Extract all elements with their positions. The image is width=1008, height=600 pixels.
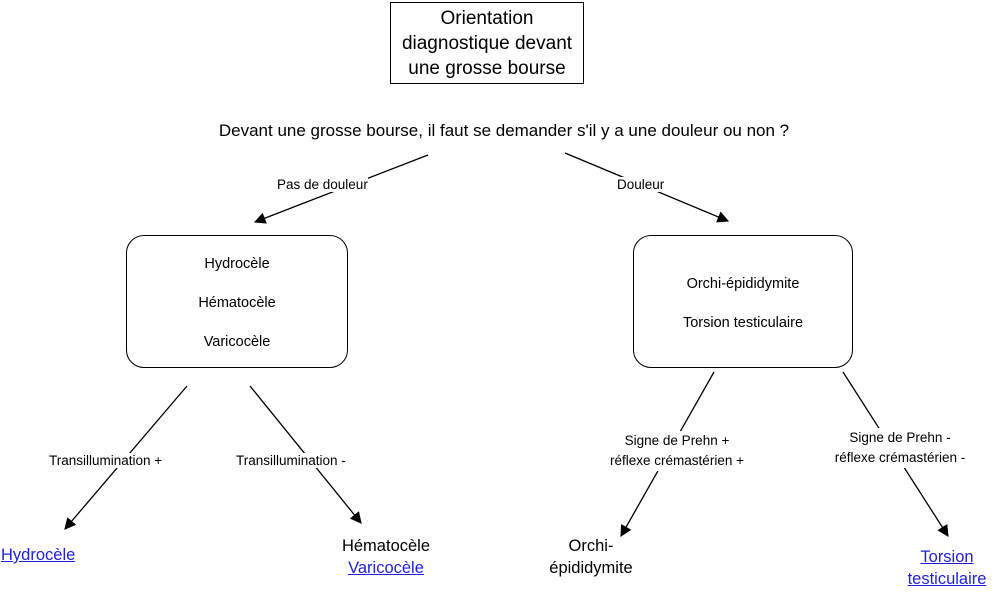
leaf-line: testiculaire <box>907 570 987 588</box>
title-line: une grosse bourse <box>408 57 566 79</box>
no-pain-differential-box: Hydrocèle Hématocèle Varicocèle <box>126 235 348 368</box>
edge-label-prehn-minus: Signe de Prehn - réflexe crémastérien - <box>804 428 996 468</box>
edge-label-prehn-plus: Signe de Prehn + réflexe crémastérien + <box>587 431 767 471</box>
leaf-link-hydrocele[interactable]: Hydrocèle <box>1 546 76 564</box>
edge-label-line: Signe de Prehn - <box>849 430 951 445</box>
box-item-varicocele: Varicocèle <box>203 334 271 350</box>
edge-label-line: réflexe crémastérien + <box>610 453 744 468</box>
title-line: Orientation <box>440 7 534 29</box>
box-item-hematocele: Hématocèle <box>198 295 276 311</box>
diagram-title-box: Orientation diagnostique devant une gros… <box>390 2 584 84</box>
pain-differential-box: Orchi-épididymite Torsion testiculaire <box>633 235 853 368</box>
edge-label-line: réflexe crémastérien - <box>834 450 966 465</box>
edge-label-transillumination-minus: Transillumination - <box>236 453 346 468</box>
leaf-link-torsion-testiculaire[interactable]: Torsion testiculaire <box>888 546 1006 590</box>
title-line: diagnostique devant <box>401 32 573 54</box>
edge-label-line: Signe de Prehn + <box>624 433 730 448</box>
branch-label-pain: Douleur <box>617 177 665 192</box>
diagnostic-question: Devant une grosse bourse, il faut se dem… <box>218 121 790 140</box>
leaf-line: Torsion <box>920 548 974 566</box>
leaf-line: Orchi- <box>568 537 614 555</box>
edge-label-transillumination-plus: Transillumination + <box>49 453 163 468</box>
leaf-group-hematocele-varicocele: Hématocèle Varicocèle <box>326 535 446 579</box>
branch-label-no-pain: Pas de douleur <box>277 177 368 192</box>
leaf-orchi-epididymite: Orchi- épididymite <box>531 535 651 579</box>
box-item-torsion: Torsion testiculaire <box>682 315 804 331</box>
leaf-link-varicocele[interactable]: Varicocèle <box>348 559 424 577</box>
box-item-orchi-epididymite: Orchi-épididymite <box>686 276 800 292</box>
diagram-title: Orientation diagnostique devant une gros… <box>402 6 572 81</box>
box-item-hydrocele: Hydrocèle <box>204 256 270 272</box>
leaf-line: épididymite <box>549 559 633 577</box>
leaf-hematocele: Hématocèle <box>341 537 431 555</box>
